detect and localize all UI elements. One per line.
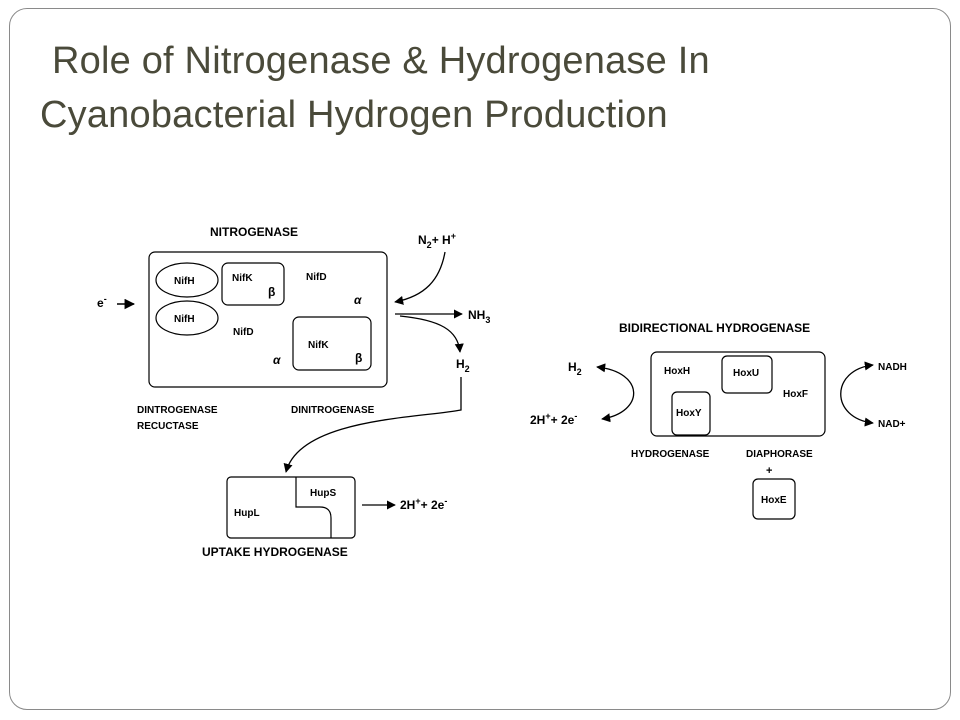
h2-2h-cycle-arrow — [596, 363, 635, 423]
nifh-label-2: NifH — [174, 314, 195, 325]
alpha-label-1: α — [354, 293, 362, 307]
bidirectional-complex-box — [650, 351, 826, 437]
slide-title-line-2: Cyanobacterial Hydrogen Production — [40, 94, 668, 136]
bidirectional-hydrogenase-heading: BIDIRECTIONAL HYDROGENASE — [619, 321, 810, 335]
n2-h-substrate-label: N2+ H+ — [418, 231, 456, 250]
bidirectional-2h-2e-label: 2H++ 2e- — [530, 411, 577, 427]
beta-label-1: β — [268, 285, 275, 299]
nifk-subunit-1 — [221, 262, 285, 306]
h2-product-label: H2 — [456, 357, 470, 374]
beta-label-2: β — [355, 351, 362, 365]
alpha-label-2: α — [273, 353, 281, 367]
hoxy-label: HoxY — [676, 408, 702, 419]
nifh-subunit-2 — [155, 300, 219, 336]
slide-title-line-1: Role of Nitrogenase & Hydrogenase In — [52, 40, 710, 82]
hoxh-label: HoxH — [664, 366, 690, 377]
reductase-label-line-2: RECUCTASE — [137, 421, 199, 432]
nifh-subunit-1 — [155, 262, 219, 298]
diaphorase-plus-label: + — [766, 465, 772, 477]
nifk-label-1: NifK — [232, 273, 253, 284]
diaphorase-moiety-label: DIAPHORASE — [746, 449, 813, 460]
hoxu-label: HoxU — [733, 368, 759, 379]
reductase-label-line-1: DINTROGENASE — [137, 405, 218, 416]
nifk-label-2: NifK — [308, 340, 329, 351]
uptake-hydrogenase-heading: UPTAKE HYDROGENASE — [202, 545, 348, 559]
hoxu-subunit — [721, 355, 773, 394]
h2-output-arrow — [399, 315, 464, 353]
h2-to-uptake-arrow — [283, 377, 462, 473]
nadh-label: NADH — [878, 362, 907, 373]
nitrogenase-heading: NITROGENASE — [210, 225, 298, 239]
hupl-label: HupL — [234, 508, 260, 519]
bidirectional-h2-label: H2 — [568, 360, 582, 377]
nifk-subunit-2 — [292, 316, 372, 371]
hups-hupl-divider — [295, 477, 332, 538]
n2-input-arrow — [394, 251, 446, 305]
hoxf-label: HoxF — [783, 389, 808, 400]
hydrogenase-moiety-label: HYDROGENASE — [631, 449, 710, 460]
nh3-product-label: NH3 — [468, 308, 490, 325]
nadh-nad-cycle-arrow — [840, 361, 874, 427]
electron-input-label: e- — [97, 294, 107, 310]
uptake-product-label: 2H++ 2e- — [400, 496, 447, 512]
dinitrogenase-label: DINITROGENASE — [291, 405, 375, 416]
nifh-label-1: NifH — [174, 276, 195, 287]
nad-label: NAD+ — [878, 419, 906, 430]
slide-frame — [9, 8, 951, 710]
nifd-label-1: NifD — [306, 272, 327, 283]
hups-label: HupS — [310, 488, 336, 499]
hoxe-label: HoxE — [761, 495, 787, 506]
hoxy-subunit — [671, 391, 711, 436]
hoxe-subunit — [752, 478, 796, 520]
nitrogenase-complex-box — [148, 251, 388, 388]
nifd-label-2: NifD — [233, 327, 254, 338]
uptake-hydrogenase-box — [226, 476, 356, 539]
